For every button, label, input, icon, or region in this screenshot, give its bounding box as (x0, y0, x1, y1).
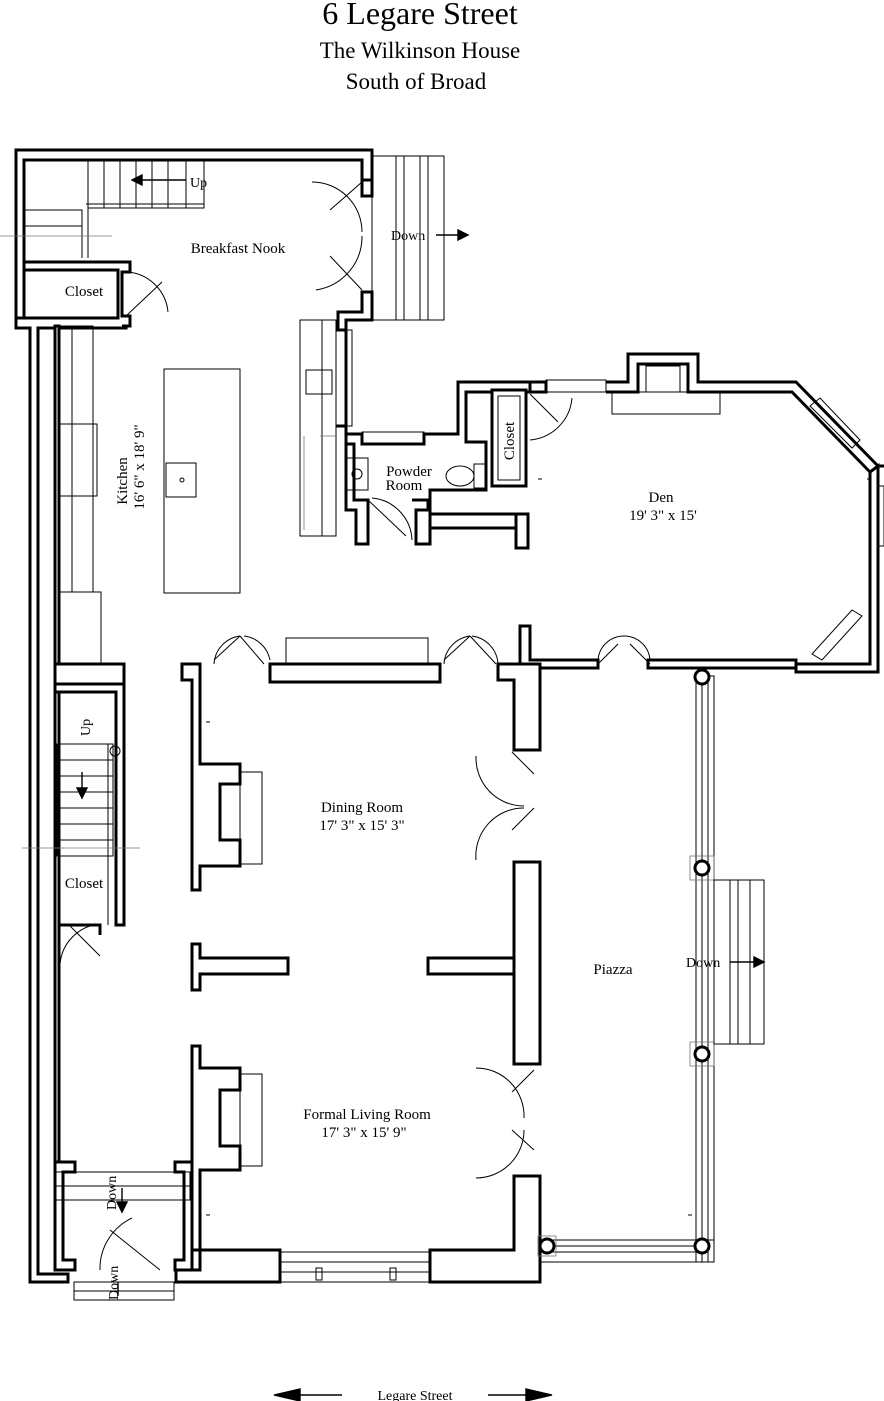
house-name: The Wilkinson House (320, 38, 521, 63)
powder-room-label-1: Powder (386, 464, 432, 480)
stair-up-top: Up (0, 159, 207, 258)
street-name: Legare Street (377, 1389, 452, 1401)
entry-down-label-1: Down (105, 1176, 120, 1210)
exterior-walls (14, 148, 542, 1301)
dining-room-dims: 17' 3" x 15' 3" (319, 818, 404, 834)
closet-left-label: Closet (65, 876, 104, 892)
living-room-dims: 17' 3" x 15' 9" (321, 1125, 406, 1141)
kitchen-dims: 16' 6" x 18' 9" (132, 424, 148, 509)
dining-walls (180, 635, 542, 1066)
den-walls (490, 352, 884, 674)
living-room-label: Formal Living Room (303, 1107, 431, 1123)
den-closet-label: Closet (502, 421, 518, 460)
street-indicator: Legare Street (273, 1388, 553, 1401)
powder-room-walls (336, 328, 542, 550)
entry-steps: Down Down (99, 1176, 161, 1300)
den-label: Den (649, 490, 674, 506)
living-walls (190, 1044, 535, 1252)
neighborhood: South of Broad (346, 69, 487, 94)
stair-up-left: Up (22, 719, 140, 965)
piazza-down-label: Down (686, 956, 720, 971)
stair-up-label: Up (190, 176, 207, 191)
dining-room-label: Dining Room (321, 800, 403, 816)
plan-title: 6 Legare Street (322, 0, 518, 31)
den-dims: 19' 3" x 15' (629, 508, 697, 524)
kitchen-label: Kitchen (115, 457, 131, 505)
piazza-label: Piazza (593, 962, 632, 978)
closet-top-label: Closet (65, 284, 104, 300)
kitchen-fixtures (58, 319, 337, 665)
breakfast-nook-label: Breakfast Nook (191, 241, 286, 257)
stair-down-top: Down (371, 155, 470, 321)
entry-down-label-2: Down (107, 1266, 122, 1300)
stair-up-left-label: Up (79, 719, 94, 736)
stair-down-label: Down (391, 229, 425, 244)
powder-room-label-2: Room (386, 478, 423, 494)
wall-marks (206, 478, 871, 1216)
piazza-structure: Down (537, 668, 766, 1263)
